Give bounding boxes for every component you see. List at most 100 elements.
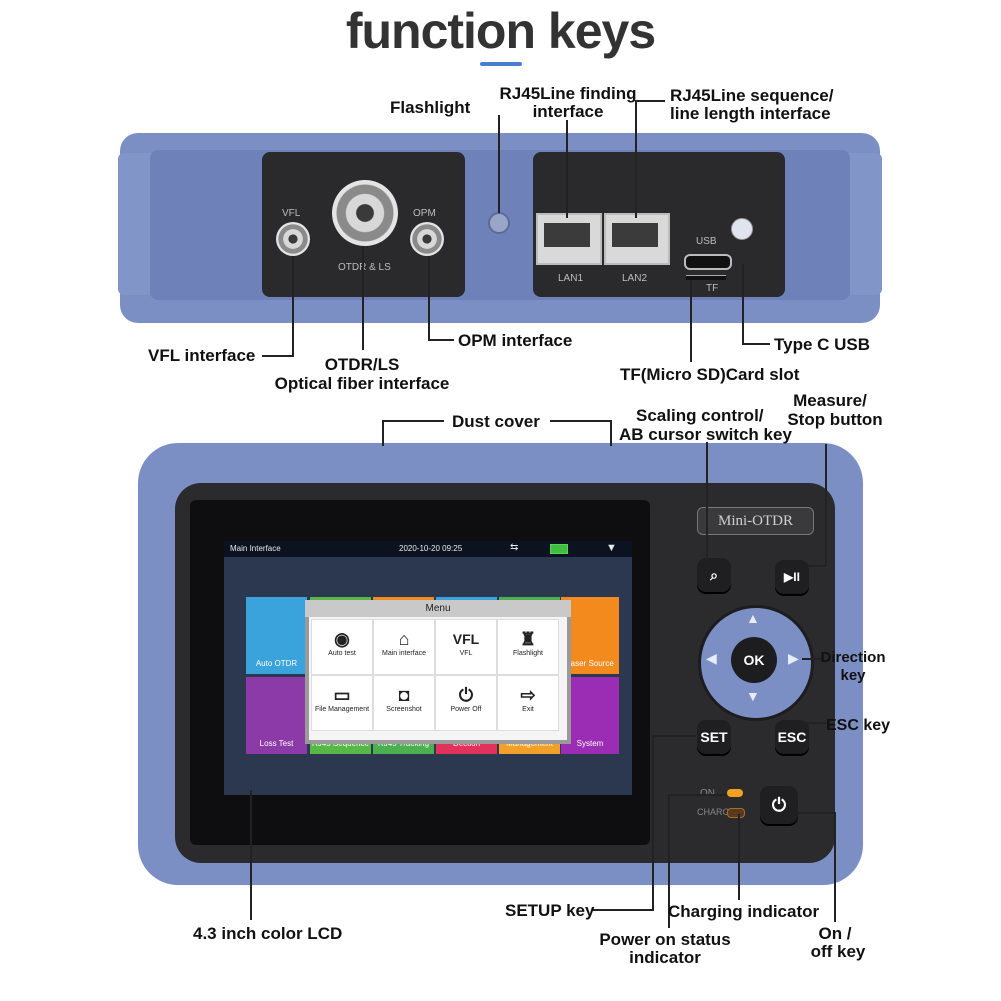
zoom-icon: ⌕ [710, 567, 718, 583]
power-button[interactable]: ⏻ [760, 786, 798, 824]
otdr-leader [362, 246, 364, 350]
measure-leader [825, 444, 827, 566]
brand-logo: Mini-OTDR [697, 507, 814, 535]
menu-item[interactable]: ⇨Exit [497, 675, 559, 731]
screen-tile-label: System [576, 739, 604, 748]
label-scaling-1: Scaling control/ [636, 406, 764, 425]
vfl-print: VFL [282, 208, 301, 219]
opm-leader-h [428, 339, 454, 341]
screen-tile-label: Auto OTDR [255, 659, 298, 668]
menu-item[interactable]: ◘Screenshot [373, 675, 435, 731]
menu-item-label: Power Off [450, 706, 482, 713]
menu-item-label: Exit [522, 706, 534, 713]
screen-tile[interactable]: Auto OTDR [246, 597, 307, 674]
scaling-key[interactable]: ⌕ [697, 558, 731, 592]
menu-item[interactable]: ⏻Power Off [435, 675, 497, 731]
rj45-lan1-port[interactable] [536, 213, 602, 265]
battery-icon [550, 544, 568, 554]
setup-leader [652, 735, 654, 910]
screen-tile-label: Loss Test [259, 739, 294, 748]
tf-print: TF [706, 283, 719, 294]
right-arrow-icon[interactable]: ▶ [788, 650, 799, 666]
label-measure-2: Stop button [787, 410, 883, 429]
usb-print: USB [696, 236, 717, 247]
menu-item[interactable]: ♜Flashlight [497, 619, 559, 675]
dropdown-icon[interactable]: ▼ [606, 542, 617, 554]
label-rj45-find-1: RJ45Line finding [499, 84, 637, 103]
menu-item-label: Auto test [328, 650, 356, 657]
typec-port[interactable] [684, 254, 732, 270]
set-button[interactable]: SET [697, 720, 731, 754]
label-charging: Charging indicator [668, 902, 820, 921]
rj45-seq-leader-h [635, 100, 665, 102]
setup-leader-h [652, 735, 696, 737]
usb-icon: ⇆ [510, 542, 519, 553]
vfl-icon: VFL [452, 631, 480, 647]
label-dust: Dust cover [452, 412, 540, 431]
menu-item-label: VFL [459, 650, 473, 657]
flashlight-icon: ♜ [519, 629, 537, 649]
play-pause-icon: ▶II [784, 570, 800, 584]
label-vfl: VFL interface [148, 346, 256, 365]
typec-leader [742, 264, 744, 344]
menu-item[interactable]: VFL VFL [435, 619, 497, 675]
status-time: 2020-10-20 09:25 [399, 544, 463, 553]
flashlight-lens [488, 212, 510, 234]
power-on-leader [668, 794, 670, 928]
label-direction-2: key [840, 667, 866, 684]
dust-leader-r [610, 420, 612, 446]
otdr-print: OTDR & LS [338, 262, 391, 273]
charge-print: CHARGE [697, 807, 736, 817]
label-rj45-find-2: interface [532, 102, 604, 121]
onoff-leader-h [798, 812, 834, 814]
setup-leader-h2 [592, 909, 654, 911]
power-icon: ⏻ [771, 795, 787, 815]
title-underline [480, 62, 522, 66]
down-arrow-icon[interactable]: ▼ [746, 688, 760, 704]
label-power-on-1: Power on status [599, 930, 731, 949]
power-led [727, 789, 743, 797]
menu-item-label: Flashlight [513, 650, 543, 657]
scaling-leader [706, 442, 708, 560]
charging-leader [738, 814, 740, 900]
label-esc: ESC key [826, 717, 891, 734]
label-tf: TF(Micro SD)Card slot [620, 365, 800, 384]
menu-item[interactable]: ▭File Management [311, 675, 373, 731]
menu-item[interactable]: ⌂Main interface [373, 619, 435, 675]
menu-item-label: Screenshot [386, 706, 422, 713]
measure-key[interactable]: ▶II [775, 560, 809, 594]
exit-icon: ⇨ [520, 685, 536, 705]
opm-leader [428, 256, 430, 340]
esc-button[interactable]: ESC [775, 720, 809, 754]
home-icon: ⌂ [398, 629, 410, 649]
measure-leader-h [808, 565, 826, 567]
status-title: Main Interface [230, 544, 281, 553]
ok-button[interactable]: OK [731, 637, 777, 683]
screen-tile-label: Laser Source [566, 659, 614, 668]
opm-port[interactable] [410, 222, 444, 256]
typec-leader-h [742, 343, 770, 345]
lan1-print: LAN1 [558, 273, 584, 284]
label-otdr-2: Optical fiber interface [274, 374, 450, 393]
rj45-lan2-port[interactable] [604, 213, 670, 265]
vfl-leader-h [262, 355, 294, 357]
screen-tile[interactable]: Loss Test [246, 677, 307, 754]
label-typec: Type C USB [774, 335, 871, 354]
vfl-port[interactable] [276, 222, 310, 256]
label-flashlight: Flashlight [390, 98, 471, 117]
label-lcd: 4.3 inch color LCD [193, 924, 343, 943]
menu-item[interactable]: ◉Auto test [311, 619, 373, 675]
dust-leader-h1 [382, 420, 444, 422]
up-arrow-icon[interactable]: ▲ [746, 610, 760, 626]
folder-icon: ▭ [333, 685, 351, 705]
rj45-find-leader [566, 120, 568, 218]
left-arrow-icon[interactable]: ◀ [706, 650, 717, 666]
flashlight-leader [498, 115, 500, 213]
dust-leader-h2 [550, 420, 612, 422]
tf-leader [690, 280, 692, 362]
otdr-port[interactable] [332, 180, 398, 246]
auto-icon: ◉ [334, 629, 350, 649]
rj45-seq-leader [635, 100, 637, 218]
opm-print: OPM [413, 208, 436, 219]
tf-slot[interactable] [686, 275, 726, 280]
